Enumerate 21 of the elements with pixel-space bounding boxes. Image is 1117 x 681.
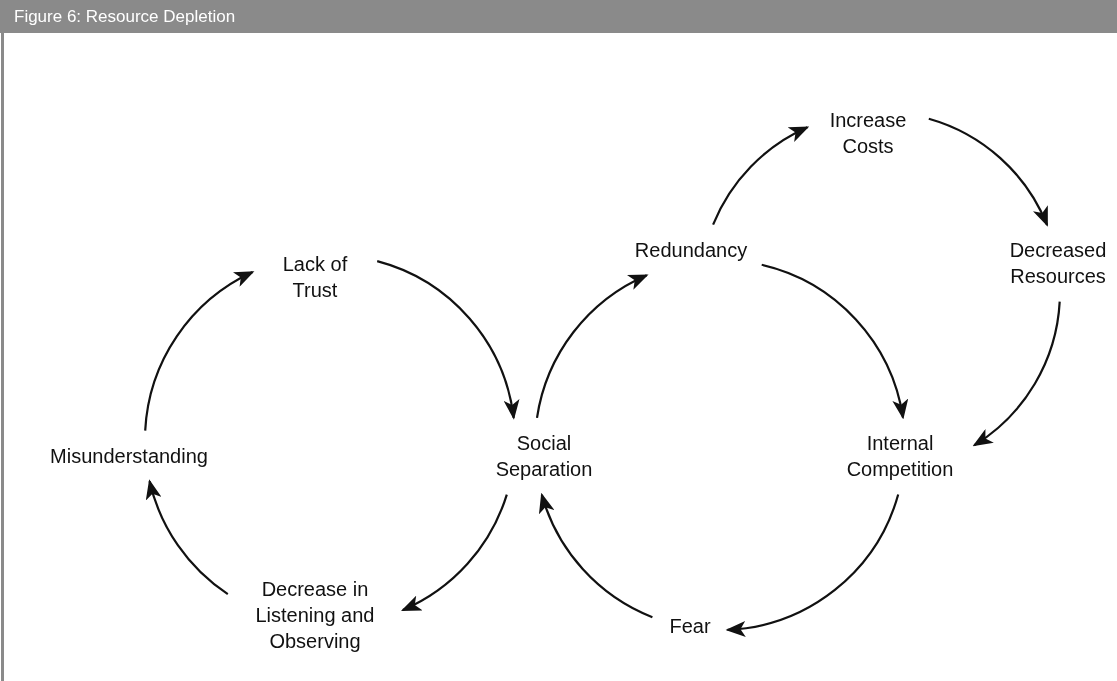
node-label: Fear: [669, 614, 711, 639]
node-label: Misunderstanding: [50, 444, 208, 469]
arrow: [147, 479, 229, 596]
arrow: [401, 494, 508, 612]
arrow: [712, 126, 810, 226]
node-label: Internal Competition: [845, 431, 955, 482]
arrow: [540, 492, 653, 619]
arrow: [972, 301, 1061, 447]
node-label: Redundancy: [634, 238, 748, 263]
node-label: Lack of Trust: [281, 252, 349, 303]
arrow: [376, 260, 519, 420]
node-label: Decreased Resources: [1008, 238, 1108, 289]
arrow: [928, 117, 1049, 227]
arrow: [761, 263, 908, 420]
arrow: [725, 494, 900, 636]
arrow: [144, 271, 255, 431]
node-label: Social Separation: [494, 431, 594, 482]
title-bar: Figure 6: Resource Depletion: [0, 0, 1117, 33]
arrow: [535, 274, 649, 419]
node-label: Decrease in Listening and Observing: [254, 577, 376, 654]
node-label: Increase Costs: [828, 108, 908, 159]
